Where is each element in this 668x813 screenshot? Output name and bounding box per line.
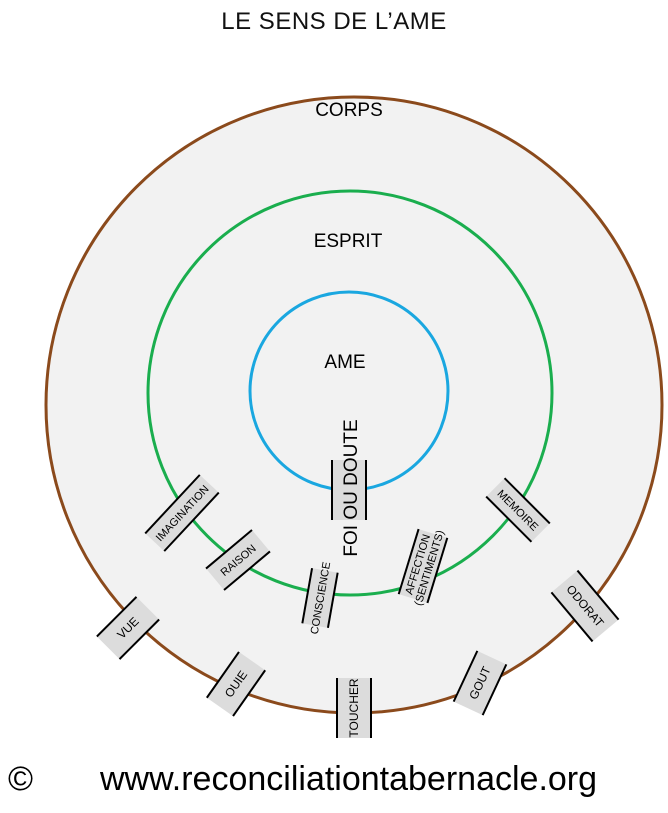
corps-label: CORPS bbox=[315, 100, 383, 121]
tab-gout: GOUT bbox=[452, 650, 508, 716]
foi-ou-doute-label: FOI OU DOUTE bbox=[341, 419, 362, 556]
tab-toucher-label: TOUCHER bbox=[347, 678, 361, 737]
diagram-title: LE SENS DE L’AME bbox=[221, 8, 447, 35]
tab-memoire: MEMOIRE bbox=[485, 477, 551, 543]
esprit-label: ESPRIT bbox=[314, 231, 383, 252]
footer: © www.reconciliationtabernacle.org bbox=[0, 760, 668, 810]
ame-label: AME bbox=[324, 352, 365, 373]
tab-toucher: TOUCHER bbox=[336, 678, 372, 738]
website-url: www.reconciliationtabernacle.org bbox=[100, 760, 598, 798]
foi-ou-doute-connector: FOI OU DOUTE bbox=[331, 419, 367, 557]
copyright-symbol: © bbox=[8, 760, 34, 798]
tab-conscience: CONSCIENCE bbox=[301, 561, 339, 635]
tab-ouie: OUIE bbox=[206, 651, 266, 717]
tab-vue: VUE bbox=[96, 596, 160, 660]
soul-diagram: CORPS ESPRIT AME FOI OU DOUTE IMAGINATIO… bbox=[44, 95, 664, 738]
